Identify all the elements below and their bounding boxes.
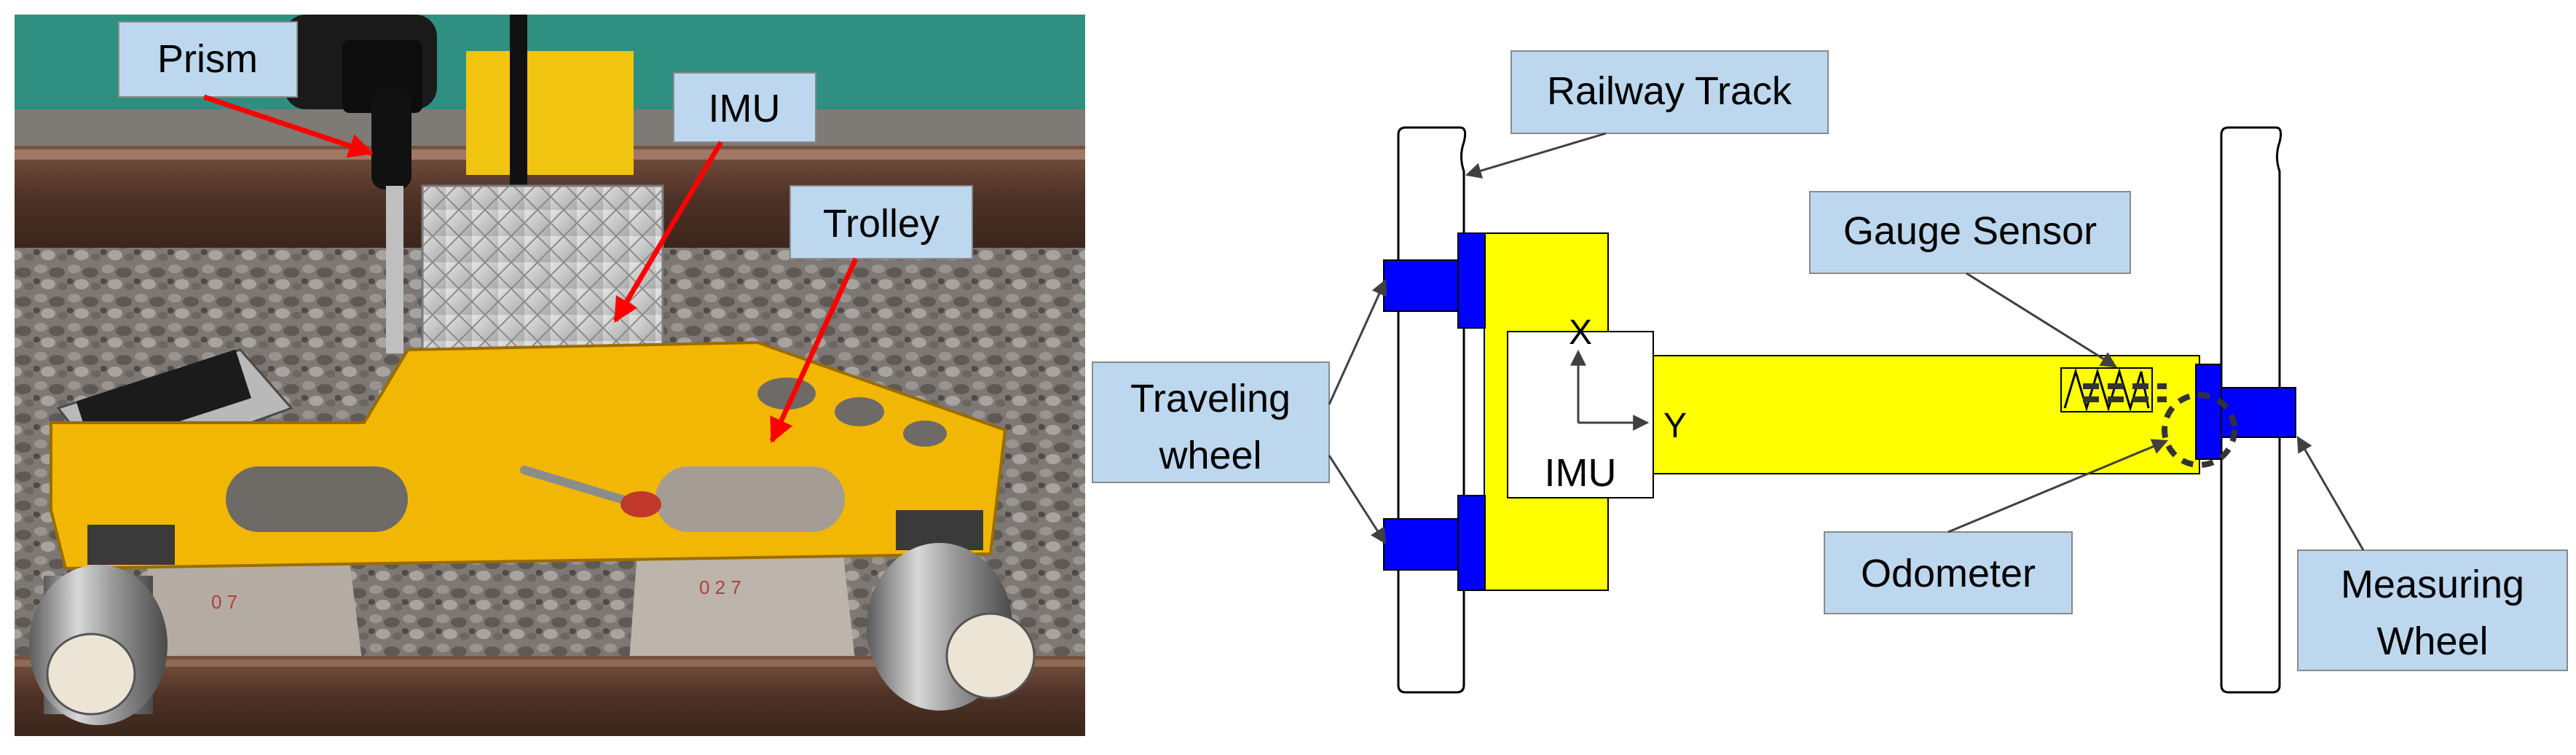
callout-measuring-wheel: Measuring Wheel [2296,436,2568,671]
measuring-wheel-flange [2195,364,2222,460]
pointer-traveling-wheel-bottom [1328,455,1387,544]
frame-cutout-2 [655,466,845,532]
callout-imu: IMU [613,72,816,323]
wheel-right-cap [945,612,1036,700]
label-railway-track: Railway Track [1547,69,1792,113]
pointer-prism [202,94,374,158]
pointer-railway-track [1465,132,1607,179]
trolley-photo: 0 7 0 2 7 [15,15,1085,736]
frame-cutout-1 [226,466,408,532]
label-odometer: Odometer [1861,552,2036,595]
label-imu-schematic: IMU [1545,451,1617,495]
traveling-wheel-bottom [1383,518,1459,571]
pointer-odometer [1947,439,2169,533]
label-gauge-sensor: Gauge Sensor [1843,209,2097,253]
pointer-trolley [769,257,859,444]
gauge-sensor-element [2060,367,2167,412]
traveling-wheel-top [1383,259,1459,312]
top-yellow-box [466,51,634,175]
wheel-left-cap [46,633,136,716]
odometer-element [2162,392,2237,468]
pointer-gauge-sensor [1966,272,2117,368]
label-traveling-wheel-1: Traveling [1130,377,1291,420]
label-imu-photo: IMU [709,87,781,130]
label-trolley: Trolley [823,202,940,246]
label-prism: Prism [157,37,258,81]
frame-beam [1605,355,2200,474]
callout-prism: Prism [118,21,374,158]
sleeper-mark-left: 0 7 [211,591,237,613]
pointer-measuring-wheel [2296,436,2365,551]
label-axis-y: Y [1663,407,1687,445]
lever-handle [520,466,638,507]
callout-traveling-wheel: Traveling wheel [1092,278,1387,544]
label-axis-x: X [1569,313,1592,352]
measuring-wheel [2221,387,2296,438]
traveling-wheel-top-flange [1457,232,1486,329]
callout-odometer: Odometer [1824,439,2169,614]
sleeper-mark-right: 0 2 7 [699,576,741,598]
lever-knob [621,491,661,517]
label-traveling-wheel-2: wheel [1158,434,1261,477]
rail-left [1397,126,1467,694]
callout-railway-track: Railway Track [1465,50,1829,179]
mount-left [87,525,175,565]
callout-gauge-sensor: Gauge Sensor [1809,191,2131,368]
prism-pole [386,186,403,353]
pointer-traveling-wheel-top [1328,278,1387,405]
antenna-mast [510,15,527,189]
pointer-imu [613,141,724,323]
traveling-wheel-bottom-flange [1457,495,1486,591]
label-measuring-wheel-1: Measuring [2341,563,2524,606]
label-measuring-wheel-2: Wheel [2376,619,2488,663]
prism-holder [371,87,411,189]
schematic-diagram: IMU X Y Railway Track Gauge Sensor Trave… [1092,50,2568,694]
callout-trolley: Trolley [769,185,973,444]
